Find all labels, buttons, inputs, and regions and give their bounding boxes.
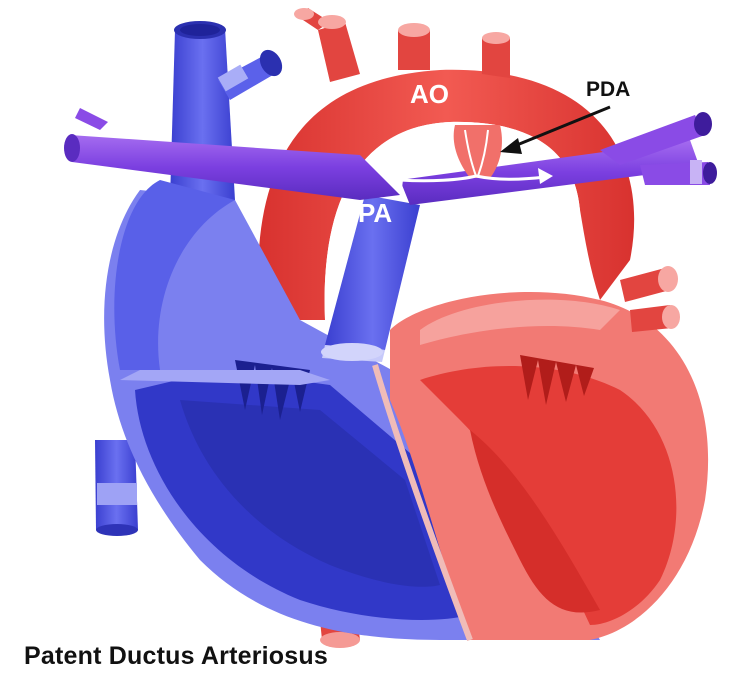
inferior-vena-cava — [95, 440, 138, 536]
diagram-caption: Patent Ductus Arteriosus — [24, 642, 328, 671]
label-pda: PDA — [586, 78, 630, 101]
label-ao: AO — [410, 79, 449, 109]
label-pa: PA — [358, 198, 392, 228]
